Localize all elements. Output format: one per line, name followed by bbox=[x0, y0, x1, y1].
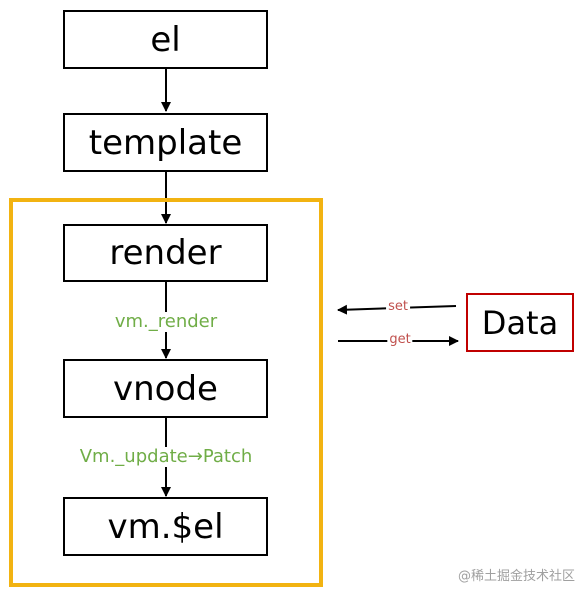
render-pipeline-frame bbox=[9, 198, 323, 587]
node-el: el bbox=[63, 10, 268, 69]
edge-label-get: get bbox=[387, 332, 413, 348]
watermark: @稀土掘金技术社区 bbox=[457, 569, 575, 584]
node-render-label: render bbox=[109, 233, 222, 273]
node-render: render bbox=[63, 224, 268, 282]
node-template: template bbox=[63, 113, 268, 172]
node-el-label: el bbox=[150, 19, 181, 60]
edge-label-vm-update-patch: Vm._update→Patch bbox=[77, 446, 255, 467]
node-template-label: template bbox=[88, 122, 243, 163]
edge-label-vm-render: vm._render bbox=[112, 311, 220, 332]
edge-label-set: set bbox=[386, 299, 410, 315]
node-vm-el-label: vm.$el bbox=[107, 506, 224, 547]
node-data: Data bbox=[466, 293, 574, 352]
node-vm-el: vm.$el bbox=[63, 497, 268, 556]
node-data-label: Data bbox=[481, 303, 559, 342]
node-vnode-label: vnode bbox=[113, 368, 218, 409]
node-vnode: vnode bbox=[63, 359, 268, 418]
